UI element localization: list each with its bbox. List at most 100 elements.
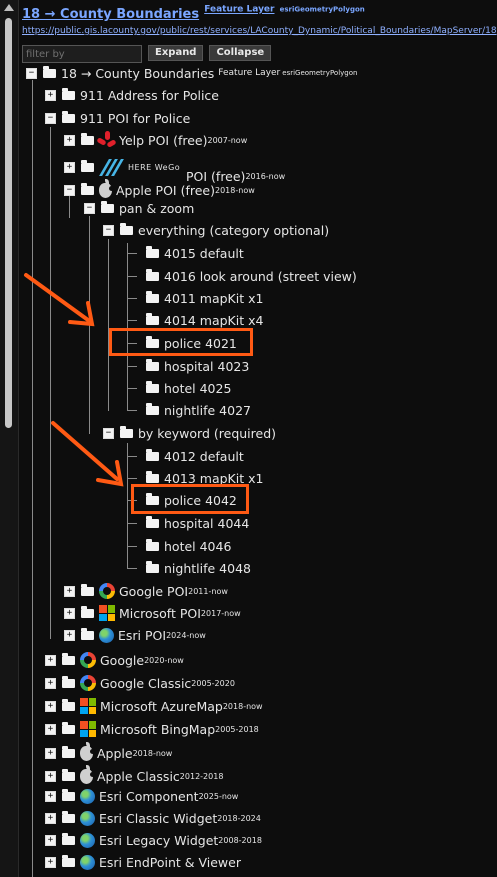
list-item[interactable]: 4016 look around (street view) [129,266,357,286]
tree-node-esri-classic-widget[interactable]: + Esri Classic Widget 2018-2024 [45,808,261,828]
node-label: 4013 mapKit x1 [164,470,264,486]
list-item[interactable]: 4013 mapKit x1 [129,468,263,488]
layer-geometry: esriGeometryPolygon [279,5,365,14]
tree-node-esri-legacy-widget[interactable]: + Esri Legacy Widget 2008-2018 [45,830,262,850]
folder-icon [81,627,94,640]
list-item[interactable]: 4014 mapKit x4 [129,310,263,330]
collapse-button[interactable]: Collapse [209,45,272,61]
tree-node-root[interactable]: − 18 → County Boundaries Feature Layer e… [26,63,357,83]
layer-title-link[interactable]: 18 → County Boundaries [22,7,200,22]
tree-node-ms-bing[interactable]: + Microsoft BingMap 2005-2018 [45,719,259,739]
list-item[interactable]: hotel 4046 [129,536,231,556]
filter-input[interactable] [22,45,142,63]
folder-icon [146,515,159,528]
vertical-scrollbar[interactable] [0,0,19,877]
expand-toggle-icon[interactable]: + [45,812,56,824]
expand-toggle-icon[interactable]: + [45,856,56,868]
folder-icon [120,222,133,235]
folder-icon [146,335,159,348]
folder-icon [120,425,133,438]
list-item[interactable]: 4011 mapKit x1 [129,288,263,308]
list-item[interactable]: nightlife 4048 [129,558,251,578]
list-item[interactable]: nightlife 4027 [129,400,251,420]
expand-toggle-icon[interactable]: + [45,790,56,802]
expand-toggle-icon[interactable]: + [45,770,56,782]
folder-icon [81,605,94,618]
esri-globe-icon [80,788,95,804]
tree-line [127,388,137,389]
folder-icon [81,583,94,596]
node-label: Esri Component [99,788,199,804]
list-item[interactable]: 4012 default [129,446,244,466]
tree-node-esri-endpoint[interactable]: + Esri EndPoint & Viewer [45,852,241,872]
expand-toggle-icon[interactable]: + [45,834,56,846]
collapse-toggle-icon[interactable]: − [103,427,114,439]
node-sup: Feature Layer [218,68,281,78]
expand-toggle-icon[interactable]: + [64,585,75,597]
expand-toggle-icon[interactable]: + [45,89,56,101]
list-item[interactable]: hospital 4023 [129,356,249,376]
tree-node-by-keyword[interactable]: − by keyword (required) [103,423,276,443]
tree-node-esri-component[interactable]: + Esri Component 2025-now [45,786,238,806]
apple-icon [99,178,114,198]
tree-node-microsoft-poi[interactable]: + Microsoft POI 2017-now [64,603,241,623]
tree-node-esri-poi[interactable]: + Esri POI 2024-now [64,625,206,645]
tree-node-apple-poi[interactable]: − Apple POI (free) 2018-now [64,178,255,200]
list-item-police-4021[interactable]: police 4021 [129,333,237,353]
layer-type: Feature Layer [204,4,275,15]
folder-icon [146,402,159,415]
tree-node-911-poi[interactable]: − 911 POI for Police [45,108,190,128]
esri-globe-icon [80,854,95,870]
expand-toggle-icon[interactable]: + [45,677,56,689]
tree-node-google-classic[interactable]: + Google Classic 2005-2020 [45,673,235,693]
collapse-toggle-icon[interactable]: − [26,67,37,79]
tree-node-here[interactable]: + HERE WeGo [64,157,180,177]
node-label: Esri Classic Widget [99,810,218,826]
tree-node-apple-classic[interactable]: + Apple Classic 2012-2018 [45,764,224,786]
scroll-up-arrow-icon[interactable] [4,4,14,11]
tree-line [32,80,33,877]
node-sup: 2005-2020 [191,678,235,688]
arrow-to-police-4042 [51,421,124,487]
node-sup: 2012-2018 [179,771,224,781]
scroll-thumb[interactable] [5,18,12,428]
collapse-toggle-icon[interactable]: − [64,184,75,196]
collapse-toggle-icon[interactable]: − [45,112,56,124]
tree-node-google[interactable]: + Google 2020-now [45,650,184,670]
node-label: Google [100,652,145,668]
list-item[interactable]: hotel 4025 [129,378,231,398]
list-item[interactable]: hospital 4044 [129,513,249,533]
expand-toggle-icon[interactable]: + [64,629,75,641]
microsoft-icon [80,698,96,714]
list-item-police-4042[interactable]: police 4042 [129,490,237,510]
tree-node-ms-azure[interactable]: + Microsoft AzureMap 2018-now [45,696,263,716]
highlight-box-police-4042 [131,484,249,514]
expand-toggle-icon[interactable]: + [45,723,56,735]
node-sup: 2020-now [144,655,184,665]
tree-node-everything[interactable]: − everything (category optional) [103,220,329,240]
arrow-to-police-4021 [24,273,95,327]
collapse-toggle-icon[interactable]: − [84,202,95,214]
highlight-box-police-4021 [109,328,253,356]
expand-toggle-icon[interactable]: + [45,747,56,759]
tree-node-pan-zoom[interactable]: − pan & zoom [84,198,194,218]
node-sup: 2008-2018 [218,835,262,845]
expand-toggle-icon[interactable]: + [45,654,56,666]
expand-toggle-icon[interactable]: + [64,134,75,146]
expand-toggle-icon[interactable]: + [45,700,56,712]
tree-node-apple[interactable]: + Apple 2018-now [45,741,172,763]
node-label: police 4042 [164,492,237,508]
tree-line [127,320,137,321]
folder-icon [62,788,75,801]
expand-button[interactable]: Expand [148,45,204,61]
list-item[interactable]: 4015 default [129,243,244,263]
expand-toggle-icon[interactable]: + [64,607,75,619]
service-url-link[interactable]: https://public.gis.lacounty.gov/public/r… [22,26,497,36]
tree-node-911-address[interactable]: + 911 Address for Police [45,85,219,105]
collapse-toggle-icon[interactable]: − [103,224,114,236]
tree-line [127,546,137,547]
tree-node-yelp[interactable]: + Yelp POI (free) 2007-now [64,130,247,150]
tree-line [127,456,137,457]
tree-node-google-poi[interactable]: + Google POI 2011-now [64,581,228,601]
expand-toggle-icon[interactable]: + [64,161,75,173]
